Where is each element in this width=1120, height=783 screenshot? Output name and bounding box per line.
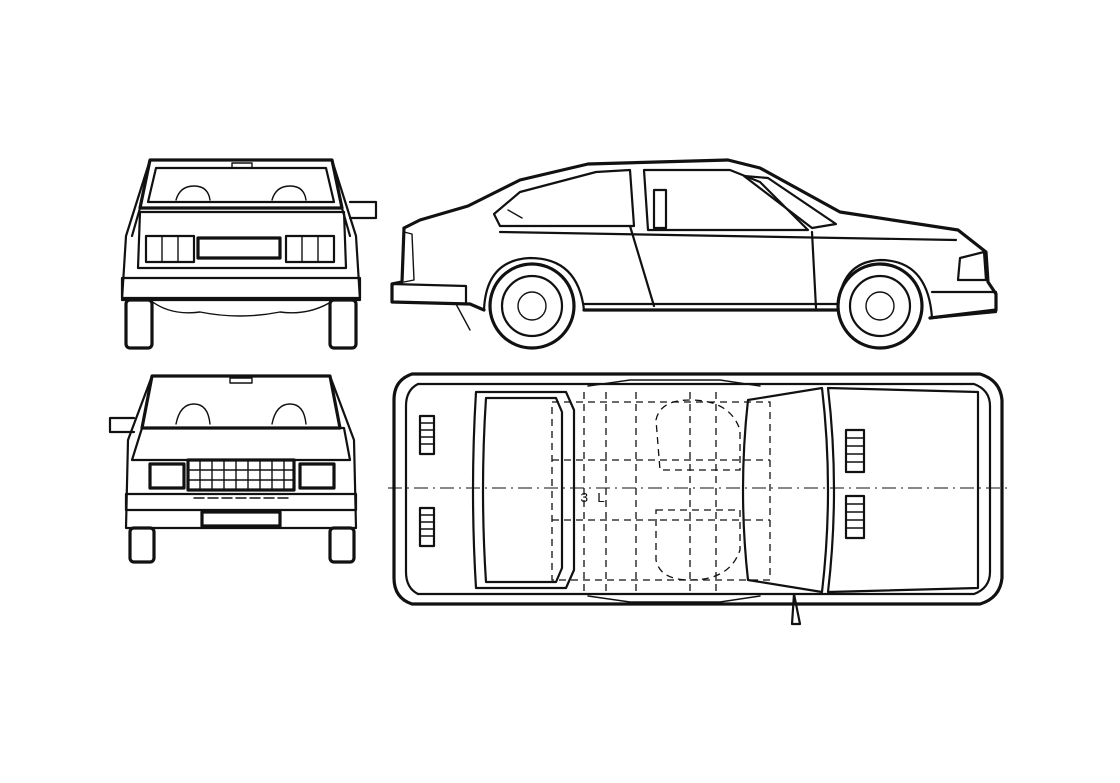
front-view	[108, 374, 358, 564]
top-view: 3 L	[388, 372, 1010, 626]
side-view	[390, 158, 998, 350]
top-body	[392, 372, 1004, 606]
windshield	[140, 374, 342, 430]
rear-view	[120, 158, 378, 350]
floor-label: 3 L	[580, 491, 605, 507]
